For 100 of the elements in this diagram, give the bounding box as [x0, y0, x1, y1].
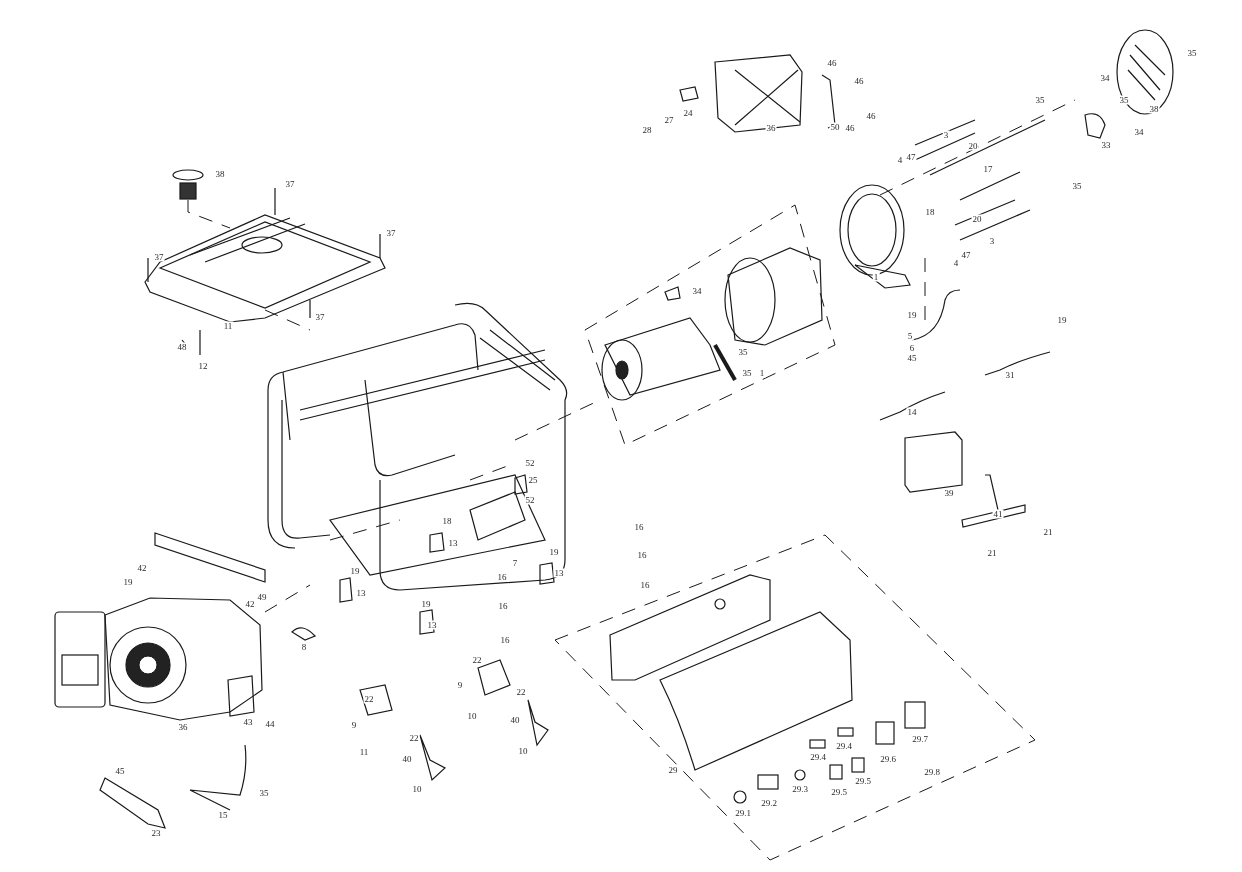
callout-number: 33	[1100, 140, 1112, 150]
callout-number: 29.5	[830, 787, 848, 797]
callout-number: 37	[385, 228, 397, 238]
callout-number: 35	[1071, 181, 1083, 191]
callout-number: 29.1	[734, 808, 752, 818]
callout-number: 21	[986, 548, 998, 558]
callout-number: 4	[952, 258, 960, 268]
callout-number: 22	[363, 694, 375, 704]
callout-number: 14	[906, 407, 918, 417]
callout-number: 29.2	[760, 798, 778, 808]
callout-number: 23	[150, 828, 162, 838]
callout-number: 24	[682, 108, 694, 118]
callout-number: 37	[284, 179, 296, 189]
callout-number: 15	[217, 810, 229, 820]
callout-number: 40	[509, 715, 521, 725]
callout-number: 16	[633, 522, 645, 532]
callout-number: 19	[349, 566, 361, 576]
callout-number: 35	[258, 788, 270, 798]
callout-number: 6	[908, 343, 916, 353]
callout-number: 29.3	[791, 784, 809, 794]
callout-number: 37	[314, 312, 326, 322]
callout-number: 7	[511, 558, 519, 568]
callout-number: 35	[741, 368, 753, 378]
callout-number: 20	[967, 141, 979, 151]
callout-number: 46	[826, 58, 838, 68]
callout-number: 35	[737, 347, 749, 357]
callout-number: 22	[471, 655, 483, 665]
callout-number: 1	[758, 368, 766, 378]
callout-number: 3	[942, 130, 950, 140]
callout-number: 11	[358, 747, 370, 757]
callout-number: 46	[853, 76, 865, 86]
callout-number: 28	[641, 125, 653, 135]
callout-number: 47	[905, 152, 917, 162]
callout-number: 29	[667, 765, 679, 775]
callout-number: 46	[844, 123, 856, 133]
callout-number: 43	[242, 717, 254, 727]
callout-number: 19	[1056, 315, 1068, 325]
callout-number: 19	[906, 310, 918, 320]
callout-number: 10	[517, 746, 529, 756]
callout-number: 19	[420, 599, 432, 609]
callout-number: 13	[553, 568, 565, 578]
callout-number: 42	[244, 599, 256, 609]
callout-number: 18	[924, 207, 936, 217]
callout-number: 34	[1133, 127, 1145, 137]
callout-number: 13	[426, 620, 438, 630]
callout-number: 16	[639, 580, 651, 590]
callout-number: 36	[765, 123, 777, 133]
callout-number: 4	[896, 155, 904, 165]
callout-number: 9	[456, 680, 464, 690]
callout-number: 49	[256, 592, 268, 602]
callout-number: 17	[982, 164, 994, 174]
callout-number: 5	[906, 331, 914, 341]
callout-number: 40	[401, 754, 413, 764]
callout-number: 19	[548, 547, 560, 557]
callout-number: 47	[960, 250, 972, 260]
callout-number: 29.5	[854, 776, 872, 786]
callout-number: 35	[1118, 95, 1130, 105]
callout-number: 35	[1186, 48, 1198, 58]
callout-number: 36	[177, 722, 189, 732]
callout-number: 38	[214, 169, 226, 179]
callout-number: 16	[499, 635, 511, 645]
callout-number: 18	[441, 516, 453, 526]
callout-number: 52	[524, 458, 536, 468]
callout-number: 44	[264, 719, 276, 729]
callout-number: 29.8	[923, 767, 941, 777]
callout-number: 29.7	[911, 734, 929, 744]
callout-number: 34	[691, 286, 703, 296]
callout-number: 22	[515, 687, 527, 697]
callout-number: 13	[447, 538, 459, 548]
callout-number: 45	[114, 766, 126, 776]
callout-number: 50	[829, 122, 841, 132]
callout-number: 29.4	[835, 741, 853, 751]
callout-number: 39	[943, 488, 955, 498]
callout-number: 20	[971, 214, 983, 224]
callout-number: 21	[1042, 527, 1054, 537]
callout-number: 12	[197, 361, 209, 371]
callout-number: 42	[136, 563, 148, 573]
callout-number: 19	[122, 577, 134, 587]
callout-number: 31	[1004, 370, 1016, 380]
callout-number: 41	[992, 509, 1004, 519]
callout-number: 8	[300, 642, 308, 652]
callout-number: 52	[524, 495, 536, 505]
callout-number: 37	[153, 252, 165, 262]
callout-number: 25	[527, 475, 539, 485]
callout-number: 34	[1099, 73, 1111, 83]
callout-number: 1	[872, 272, 880, 282]
callout-number: 10	[411, 784, 423, 794]
callout-number: 16	[497, 601, 509, 611]
callout-number: 22	[408, 733, 420, 743]
callout-number: 16	[636, 550, 648, 560]
callout-number: 29.4	[809, 752, 827, 762]
callout-number: 11	[222, 321, 234, 331]
callout-number: 38	[1148, 104, 1160, 114]
callout-number: 9	[350, 720, 358, 730]
callout-number: 46	[865, 111, 877, 121]
callout-number: 16	[496, 572, 508, 582]
callout-number: 48	[176, 342, 188, 352]
callout-number: 35	[1034, 95, 1046, 105]
callout-number: 45	[906, 353, 918, 363]
callout-number: 29.6	[879, 754, 897, 764]
